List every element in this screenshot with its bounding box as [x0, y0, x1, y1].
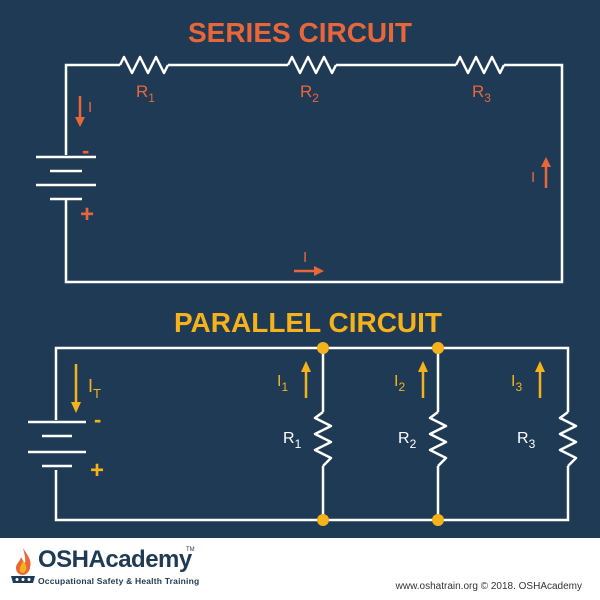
junction-dot: [432, 342, 444, 354]
logo-tagline: Occupational Safety & Health Training: [38, 576, 200, 586]
series-resistor-label-3: R3: [472, 82, 491, 105]
parallel-branch-2-current-label: I2: [394, 373, 405, 394]
series-battery-plus: +: [80, 201, 94, 228]
parallel-total-current-label: IT: [88, 376, 101, 401]
series-wire-left-top: [64, 63, 120, 155]
parallel-resistor-r1: [313, 411, 333, 467]
series-battery-minus: -: [82, 138, 89, 163]
osha-flame-logo-icon: [11, 548, 35, 583]
series-arrow-right-icon: [314, 266, 324, 276]
junction-dot: [432, 514, 444, 526]
logo-wordmark: OSHAcademy: [38, 546, 192, 573]
series-current-label-right: I: [531, 169, 535, 186]
series-arrow-up-icon: [541, 157, 551, 167]
parallel-wire-top: [54, 346, 570, 420]
footer-credit: www.oshatrain.org © 2018. OSHAcademy: [395, 581, 582, 592]
parallel-battery-plus: +: [90, 457, 104, 484]
series-arrow-down-icon: [75, 117, 85, 127]
junction-dot: [317, 342, 329, 354]
series-wire-right-bottom: [64, 63, 564, 284]
parallel-arrow-up-icon: [535, 361, 545, 372]
parallel-resistor-label-2: R2: [398, 430, 417, 451]
series-resistor-r1: [118, 55, 170, 75]
parallel-battery-minus: -: [94, 407, 101, 432]
parallel-branch-1-current-label: I1: [277, 373, 288, 394]
series-wires: [64, 63, 564, 284]
parallel-arrow-down-icon: [71, 402, 81, 413]
series-title: SERIES CIRCUIT: [188, 17, 412, 48]
parallel-resistor-label-3: R3: [517, 430, 536, 451]
series-resistor-label-1: R1: [136, 82, 155, 105]
parallel-branch-3-current-label: I3: [511, 373, 522, 394]
series-battery: [36, 155, 96, 201]
parallel-resistor-label-1: R1: [283, 430, 302, 451]
series-current-label-bottom: I: [303, 249, 307, 266]
parallel-wires: [54, 346, 570, 522]
junction-dot: [317, 514, 329, 526]
parallel-resistor-r2: [428, 411, 448, 467]
series-resistor-r2: [286, 55, 338, 75]
parallel-resistor-r3: [558, 411, 578, 467]
series-resistor-r3: [454, 55, 506, 75]
parallel-battery: [28, 420, 86, 468]
logo-trademark: TM: [186, 547, 195, 553]
series-resistor-label-2: R2: [300, 82, 319, 105]
parallel-arrow-up-icon: [418, 361, 428, 372]
circuit-diagram: SERIES CIRCUIT R1 R2 R3 - +: [0, 0, 600, 540]
series-current-label-left: I: [88, 99, 92, 116]
parallel-wire-bottom: [54, 466, 570, 522]
footer: [0, 538, 600, 600]
parallel-title: PARALLEL CIRCUIT: [174, 307, 442, 338]
parallel-arrow-up-icon: [301, 361, 311, 372]
